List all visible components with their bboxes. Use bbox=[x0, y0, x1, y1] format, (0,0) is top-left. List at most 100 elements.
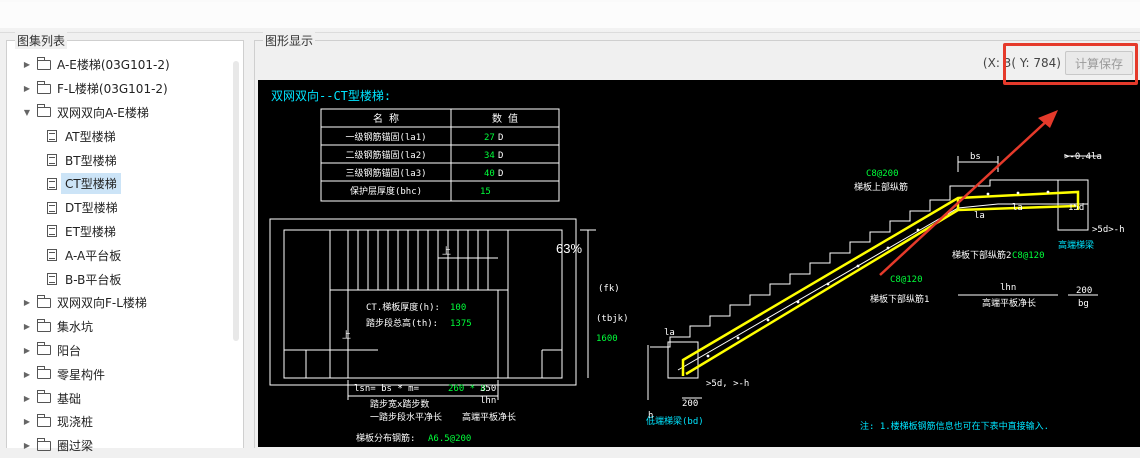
section-5d-h: >5d>-h bbox=[1092, 225, 1125, 235]
plan-side-fk: (fk) bbox=[598, 284, 620, 294]
folder-open-icon bbox=[37, 104, 51, 118]
table-row-value: 27 bbox=[484, 133, 495, 143]
plan-height-value: 1375 bbox=[450, 319, 472, 329]
top-toolbar-strip bbox=[0, 2, 1140, 28]
table-row-value: 15 bbox=[480, 187, 491, 197]
tree-item[interactable]: AT型楼梯 bbox=[13, 124, 237, 148]
chevron-right-icon[interactable]: ▶ bbox=[23, 84, 31, 94]
document-icon bbox=[47, 130, 57, 143]
tree-item-label: BT型楼梯 bbox=[65, 153, 117, 168]
drawing-canvas[interactable]: 双网双向--CT型楼梯: 名 称 数 值 一级钢筋锚固(la1) 27 D 二级… bbox=[258, 80, 1140, 447]
graphic-toolbar: (X: 3( Y: 784) 计算保存 bbox=[255, 41, 1140, 79]
tree-item-label: 阳台 bbox=[57, 343, 82, 358]
section-200-low: 200 bbox=[682, 399, 698, 409]
tree-item-label: 双网双向A-E楼梯 bbox=[57, 105, 149, 120]
section-high-plate-len: 高端平板净长 bbox=[982, 297, 1036, 309]
red-arrow-head bbox=[1038, 110, 1058, 128]
tree-item-label: B-B平台板 bbox=[65, 272, 122, 287]
table-row-unit: D bbox=[498, 169, 503, 179]
atlas-list-title: 图集列表 bbox=[15, 32, 68, 49]
chevron-right-icon[interactable]: ▶ bbox=[23, 393, 31, 403]
table-row-name: 保护层厚度(bhc) bbox=[350, 185, 422, 197]
tree-folder[interactable]: ▶圈过梁 bbox=[13, 434, 237, 458]
tree-item[interactable]: BT型楼梯 bbox=[13, 148, 237, 172]
plan-lsn-label: lsn= bs * m= bbox=[354, 384, 420, 394]
tree-item[interactable]: ET型楼梯 bbox=[13, 220, 237, 244]
tree-item-label: A-E楼梯(03G101-2) bbox=[57, 58, 170, 73]
tree-folder[interactable]: ▶零星构件 bbox=[13, 362, 237, 386]
plan-up-label: 上 bbox=[342, 330, 351, 341]
tree-item-label: 集水坑 bbox=[57, 320, 94, 335]
section-la-2: la bbox=[1012, 203, 1023, 213]
tree-folder[interactable]: ▶ 现浇桩 bbox=[13, 410, 237, 434]
table-header-value: 数 值 bbox=[492, 112, 518, 125]
tree-item-label: ET型楼梯 bbox=[65, 224, 116, 239]
tree-item[interactable]: A-A平台板 bbox=[13, 243, 237, 267]
document-icon bbox=[47, 249, 57, 262]
tree-folder[interactable]: ▶ 双网双向F-L楼梯 bbox=[13, 291, 237, 315]
tree-folder[interactable]: ▶ 集水坑 bbox=[13, 315, 237, 339]
drawing-note: 注: 1.楼梯板钢筋信息也可在下表中直接输入. bbox=[860, 420, 1049, 432]
table-row-value: 40 bbox=[484, 169, 495, 179]
tree-folder[interactable]: ▶ 基础 bbox=[13, 386, 237, 410]
section-15d: 15d bbox=[1068, 203, 1084, 213]
tree-item[interactable]: B-B平台板 bbox=[13, 267, 237, 291]
folder-icon bbox=[37, 56, 51, 70]
red-arrow-annotation bbox=[879, 117, 1051, 276]
chevron-right-icon[interactable]: ▶ bbox=[23, 441, 31, 451]
section-la-low: la bbox=[664, 328, 675, 338]
tree-folder[interactable]: ▼ 双网双向A-E楼梯 bbox=[13, 101, 237, 125]
folder-icon bbox=[37, 80, 51, 94]
section-bs: bs bbox=[970, 152, 981, 162]
tree-folder[interactable]: ▶ F-L楼梯(03G101-2) bbox=[13, 77, 237, 101]
folder-icon bbox=[37, 437, 51, 451]
stair-plan-drawing bbox=[269, 218, 577, 386]
section-bg: bg bbox=[1078, 299, 1089, 309]
chevron-right-icon[interactable]: ▶ bbox=[23, 322, 31, 332]
table-row-name: 三级钢筋锚固(la3) bbox=[345, 167, 426, 179]
plan-side-tbjk: (tbjk) bbox=[596, 314, 629, 324]
chevron-right-icon[interactable]: ▶ bbox=[23, 60, 31, 70]
folder-icon bbox=[37, 294, 51, 308]
section-lower-rebar-2: 梯板下部纵筋2 bbox=[952, 249, 1011, 261]
calc-save-button[interactable]: 计算保存 bbox=[1065, 51, 1133, 75]
section-c8-120-2: C8@120 bbox=[1012, 251, 1045, 261]
tree-item-label: F-L楼梯(03G101-2) bbox=[57, 82, 168, 97]
document-icon bbox=[47, 225, 57, 238]
tree-item-label: 双网双向F-L楼梯 bbox=[57, 296, 147, 311]
top-toolbar bbox=[0, 0, 1140, 33]
tree-folder[interactable]: ▶ A-E楼梯(03G101-2) bbox=[13, 53, 237, 77]
chevron-right-icon[interactable]: ▶ bbox=[23, 298, 31, 308]
tree-item[interactable]: CT型楼梯 bbox=[13, 172, 237, 196]
plan-side-value: 1600 bbox=[596, 334, 618, 344]
section-lower-rebar-1: 梯板下部纵筋1 bbox=[870, 293, 929, 305]
plan-up-label: 上 bbox=[442, 246, 451, 257]
graphic-display-title: 图形显示 bbox=[263, 32, 316, 49]
plan-stair-treads bbox=[306, 230, 498, 351]
plan-high-len-label: 高端平板净长 bbox=[462, 411, 516, 423]
section-bottom-h: h bbox=[648, 411, 653, 421]
tree-item-label: CT型楼梯 bbox=[61, 173, 121, 195]
tree-scrollbar[interactable] bbox=[233, 61, 239, 341]
chevron-right-icon[interactable]: ▶ bbox=[23, 369, 31, 379]
chevron-right-icon[interactable]: ▶ bbox=[23, 417, 31, 427]
tree-item-label: DT型楼梯 bbox=[65, 201, 118, 216]
section-la-1: la bbox=[974, 211, 985, 221]
document-icon bbox=[47, 273, 57, 286]
tree-item-label: 基础 bbox=[57, 391, 82, 406]
section-lhn: lhn bbox=[1000, 283, 1016, 293]
section-la-top: >-0.4la bbox=[1064, 152, 1102, 162]
plan-lsn-value: 260 * 8 bbox=[448, 384, 486, 394]
drawing-title: 双网双向--CT型楼梯: bbox=[271, 88, 391, 103]
document-icon bbox=[47, 201, 57, 214]
chevron-right-icon[interactable]: ▶ bbox=[23, 345, 31, 355]
tree-folder[interactable]: ▶ 阳台 bbox=[13, 339, 237, 363]
folder-icon bbox=[37, 390, 51, 404]
tree-item-label: 现浇桩 bbox=[57, 415, 94, 430]
tree-item[interactable]: DT型楼梯 bbox=[13, 196, 237, 220]
section-rebar-dots bbox=[706, 190, 1050, 358]
chevron-down-icon[interactable]: ▼ bbox=[23, 107, 31, 117]
plan-dist-value: A6.5@200 bbox=[428, 434, 471, 444]
plan-step-len-label: 一踏步段水平净长 bbox=[370, 411, 442, 423]
section-rebar bbox=[681, 190, 1080, 376]
